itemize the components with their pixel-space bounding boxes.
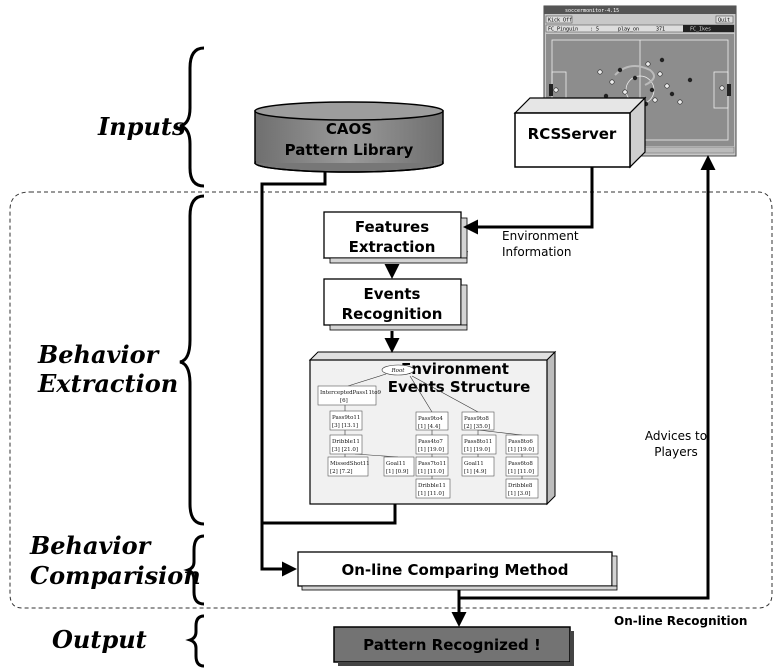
monitor-team-right: FC_Ikes xyxy=(690,27,711,33)
environment-events-structure: Environment Events Structure Root xyxy=(308,350,557,506)
caos-to-comparing-line xyxy=(260,172,327,577)
tree-goal11a-name: Goal11 xyxy=(386,461,406,467)
tree-pass9to11-stats: [3] [13.1] xyxy=(332,423,358,429)
advices-line2: Players xyxy=(654,445,698,459)
tree-node-pass6to8 xyxy=(505,456,539,477)
tree-root-label: Root xyxy=(391,368,406,374)
tree-pass6to8-name: Pass6to8 xyxy=(508,461,533,467)
advices-feedback-arrow xyxy=(459,155,716,600)
monitor-title: soccermonitor-4.15 xyxy=(565,8,619,14)
section-behavior-comparision-line1: Behavior xyxy=(29,531,153,560)
tree-dribble11-name: Dribble11 xyxy=(332,439,360,445)
tree-goal11a-stats: [1] [0.9] xyxy=(386,469,409,475)
env-info-line1: Environment xyxy=(502,229,579,243)
tree-node-pass8to6 xyxy=(505,434,539,455)
tree-pass7to11-stats: [1] [11.0] xyxy=(418,469,444,475)
tree-pass9to8-stats: [2] [35.0] xyxy=(464,424,490,430)
section-behavior-extraction-line2: Extraction xyxy=(37,369,178,398)
tree-pass9to11-name: Pass9to11 xyxy=(332,415,360,421)
rcsserver-label: RCSServer xyxy=(528,125,617,143)
section-behavior-comparision-line2: Comparision xyxy=(30,561,201,590)
tree-node-pass9to8 xyxy=(461,411,495,431)
tree-node-pass7to11 xyxy=(415,456,449,477)
tree-pass8to6-name: Pass8to6 xyxy=(508,439,533,445)
tree-node-pass8to11 xyxy=(461,434,497,455)
features-line2: Extraction xyxy=(349,238,436,256)
tree-node-pass9to4 xyxy=(415,411,449,431)
tree-node-pass9to11 xyxy=(329,410,363,431)
tree-goal11b-stats: [1] [4.9] xyxy=(464,469,487,475)
section-behavior-extraction-line1: Behavior xyxy=(37,340,161,369)
monitor-kickoff-button xyxy=(545,15,573,24)
tree-node-intercepted xyxy=(317,385,377,406)
brace-behavior-comparision xyxy=(183,534,205,606)
environment-line2: Events Structure xyxy=(388,378,531,396)
monitor-kickoff-label: Kick Off xyxy=(548,18,572,24)
caos-label-line2: Pattern Library xyxy=(285,141,414,159)
tree-node-goal11a xyxy=(383,456,415,477)
monitor-quit-button xyxy=(715,15,734,24)
tree-pass6to8-stats: [1] [11.0] xyxy=(508,469,534,475)
features-extraction-box: Features Extraction xyxy=(322,211,469,264)
tree-intercepted-stats: [6] xyxy=(340,398,348,404)
tree-goal11b-name: Goal11 xyxy=(464,461,484,467)
events-line1: Events xyxy=(364,285,421,303)
tree-dribble11-stats: [3] [21.0] xyxy=(332,447,358,453)
tree-node-goal11b xyxy=(461,456,495,477)
comparing-label: On-line Comparing Method xyxy=(342,561,569,579)
tree-root-node xyxy=(381,364,415,376)
tree-dribble8-stats: [1] [3.0] xyxy=(508,491,531,497)
tree-missedshot-stats: [2] [7.2] xyxy=(330,469,353,475)
tree-node-pass4to7 xyxy=(415,434,449,455)
tree-pass7to11-name: Pass7to11 xyxy=(418,461,446,467)
events-recognition-box: Events Recognition xyxy=(323,278,468,331)
behavior-region-border xyxy=(9,191,773,609)
online-recognition-label: On-line Recognition xyxy=(614,614,747,628)
pattern-recognized-box: Pattern Recognized ! xyxy=(333,626,574,666)
rcsserver-box: RCSServer xyxy=(513,96,647,169)
caos-pattern-library: CAOS Pattern Library xyxy=(254,101,444,173)
tree-pass9to4-name: Pass9to4 xyxy=(418,416,443,422)
tree-pass8to6-stats: [1] [19.0] xyxy=(508,447,534,453)
monitor-playmode: play_on xyxy=(618,27,639,33)
tree-missedshot-name: MissedShot11 xyxy=(330,461,370,467)
online-comparing-method-box: On-line Comparing Method xyxy=(297,551,618,591)
section-output: Output xyxy=(52,625,147,654)
tree-dribble11b-stats: [1] [11.0] xyxy=(418,491,444,497)
tree-pass8to11-stats: [1] [19.0] xyxy=(464,447,490,453)
env-info-line2: Information xyxy=(502,245,571,259)
tree-node-dribble11 xyxy=(329,434,363,455)
monitor-score: : 5 xyxy=(590,27,599,33)
rcsserver-to-features-arrow xyxy=(463,167,594,235)
features-line1: Features xyxy=(355,218,429,236)
monitor-quit-label: Quit xyxy=(718,18,730,24)
tree-pass4to7-stats: [1] [19.0] xyxy=(418,447,444,453)
tree-pass8to11-name: Pass8to11 xyxy=(464,439,492,445)
section-inputs: Inputs xyxy=(97,112,186,141)
tree-node-missedshot11 xyxy=(327,456,369,477)
monitor-team-left: FC_Pinguin xyxy=(548,27,578,33)
tree-edges xyxy=(344,373,523,479)
tree-intercepted-name: InterceptedPass11to9 xyxy=(320,390,382,396)
brace-inputs xyxy=(179,46,205,188)
monitor-time: 371 xyxy=(656,27,665,33)
pattern-label: Pattern Recognized ! xyxy=(363,636,541,654)
tree-pass9to4-stats: [1] [4.4] xyxy=(418,424,441,430)
advices-line1: Advices to xyxy=(645,429,707,443)
environment-line1: Environment xyxy=(401,360,509,378)
brace-output xyxy=(185,614,205,668)
tree-dribble8-name: Dribble8 xyxy=(508,483,533,489)
caos-label-line1: CAOS xyxy=(326,120,372,138)
tree-node-dribble11b xyxy=(415,478,451,499)
brace-behavior-extraction xyxy=(179,194,205,526)
tree-dribble11b-name: Dribble11 xyxy=(418,483,446,489)
structure-to-comparing-line xyxy=(262,504,397,525)
tree-pass4to7-name: Pass4to7 xyxy=(418,439,443,445)
events-line2: Recognition xyxy=(342,305,443,323)
tree-node-dribble8 xyxy=(505,478,539,499)
tree-pass9to8-name: Pass9to8 xyxy=(464,416,489,422)
